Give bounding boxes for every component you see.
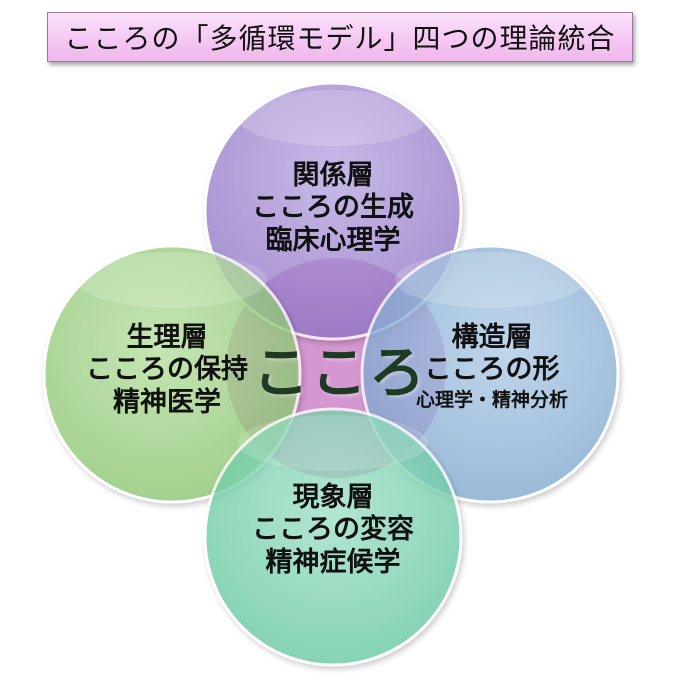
label-structure-layer: 構造層 こころの形 心理学・精神分析 [392, 322, 592, 412]
circle-highlight [395, 252, 585, 308]
layer-field: 臨床心理学 [265, 224, 401, 256]
center-word: こころ [253, 341, 427, 406]
layer-field: 精神医学 [113, 386, 221, 418]
layer-theme: こころの変容 [252, 514, 414, 546]
label-relation-layer: 関係層 こころの生成 臨床心理学 [233, 160, 433, 257]
layer-theme: こころの生成 [252, 192, 414, 224]
label-physiology-layer: 生理層 こころの保持 精神医学 [62, 322, 272, 419]
circle-relation-layer [203, 81, 463, 341]
circle-highlight [77, 252, 267, 308]
circle-structure-layer [360, 244, 620, 504]
circle-highlight [238, 90, 428, 146]
diagram-title: こころの「多循環モデル」四つの理論統合 [47, 12, 633, 62]
layer-name: 構造層 [451, 322, 533, 353]
layer-theme: こころの保持 [86, 354, 248, 386]
label-phenomenon-layer: 現象層 こころの変容 精神症候学 [233, 482, 433, 579]
circle-phenomenon-layer [203, 407, 463, 667]
layer-field: 心理学・精神分析 [415, 388, 568, 411]
layer-name: 生理層 [126, 322, 208, 353]
layer-name: 関係層 [292, 160, 374, 191]
layer-field: 精神症候学 [265, 546, 401, 578]
layer-name: 現象層 [292, 482, 374, 513]
circle-physiology-layer [42, 244, 302, 504]
layer-theme: こころの形 [424, 354, 560, 386]
circle-highlight [238, 415, 428, 471]
